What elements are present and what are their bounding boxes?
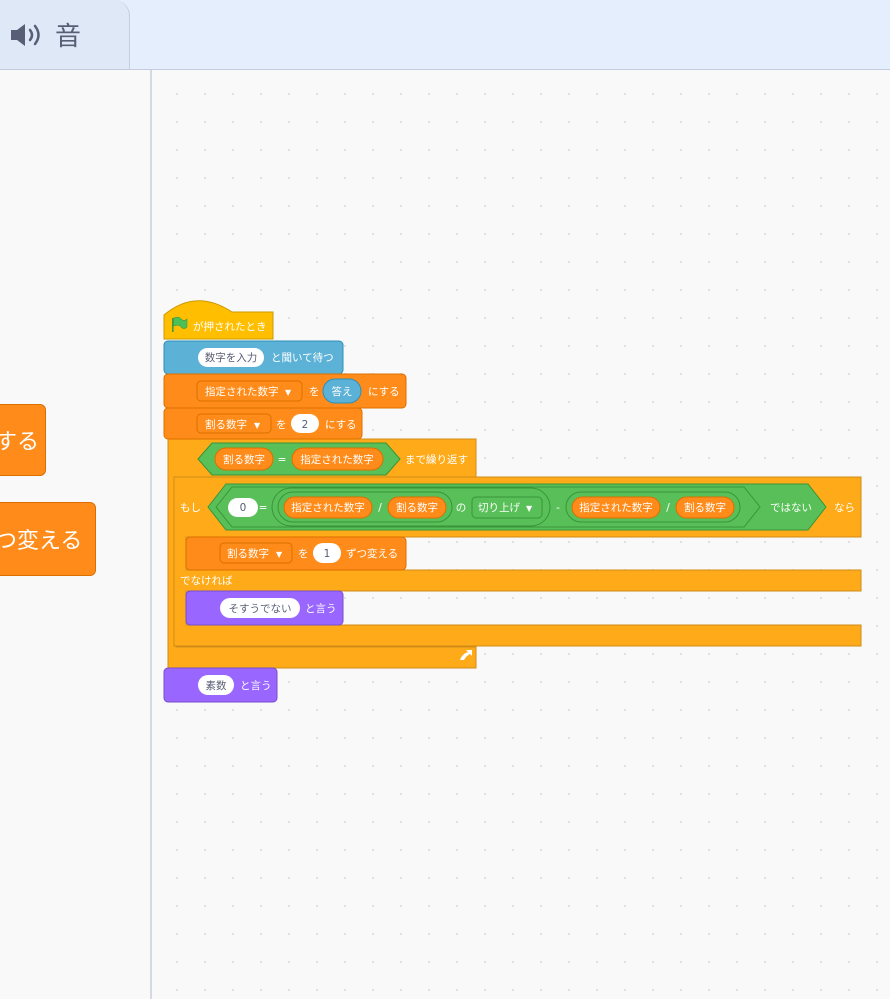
func-text: 切り上げ <box>478 502 520 514</box>
chevron-down-icon: ▼ <box>254 421 261 430</box>
set-divisor-block[interactable] <box>163 407 363 440</box>
speaker-icon <box>11 23 40 46</box>
ask-and-wait-block[interactable] <box>163 340 344 375</box>
answer-reporter-text: 答え <box>332 385 353 398</box>
palette-block-label: する <box>0 430 40 455</box>
say-prime-block[interactable] <box>163 667 278 703</box>
script-workspace[interactable]: が押されたとき 数字を入力 と聞いて待つ 指定された数字 ▼ を 答え にする … <box>153 70 890 999</box>
say-input[interactable] <box>220 598 300 618</box>
say1-input-text: そすうでない <box>229 603 292 615</box>
specified-number-reporter[interactable] <box>571 496 661 519</box>
green-flag-icon <box>172 316 188 332</box>
else-label: でなければ <box>180 575 233 587</box>
change-variable-text: 割る数字 <box>227 547 269 560</box>
say1-label: と言う <box>305 602 337 615</box>
chevron-down-icon: ▼ <box>285 388 292 397</box>
ask-input-text: 数字を入力 <box>205 351 258 364</box>
chevron-down-icon: ▼ <box>276 550 283 559</box>
div2-op-text: / <box>666 502 670 514</box>
script-canvas: が押されたとき 数字を入力 と聞いて待つ 指定された数字 ▼ を 答え にする … <box>163 300 862 703</box>
not-condition[interactable] <box>207 483 827 531</box>
div1-b-text: 割る数字 <box>396 501 438 514</box>
then-label: なら <box>834 502 855 514</box>
div2-b-text: 割る数字 <box>684 501 726 514</box>
answer-reporter[interactable] <box>322 378 362 404</box>
div1-op-text: / <box>378 502 382 514</box>
change-suffix: ずつ変える <box>346 547 398 560</box>
if-eq-text: = <box>259 502 268 514</box>
change-by-label: を <box>298 548 309 560</box>
divisor-reporter[interactable] <box>675 496 735 519</box>
number-input[interactable] <box>313 543 341 563</box>
repeat-right-text: 指定された数字 <box>300 453 374 466</box>
set2-to-label: を <box>276 419 287 431</box>
set1-suffix: にする <box>368 386 400 398</box>
set2-variable-text: 割る数字 <box>205 418 247 431</box>
variable-dropdown[interactable] <box>196 380 303 402</box>
number-input[interactable] <box>291 414 319 433</box>
say-input[interactable] <box>198 675 234 695</box>
hat-label: が押されたとき <box>193 320 267 333</box>
if-label: もし <box>180 502 201 514</box>
palette-block-label: つ変える <box>0 529 83 554</box>
chevron-down-icon: ▼ <box>526 504 533 513</box>
tab-sound-label: 音 <box>55 22 82 52</box>
set2-suffix: にする <box>325 419 357 431</box>
divisor-reporter[interactable] <box>387 496 447 519</box>
minus-op-text: - <box>556 502 560 514</box>
set2-value-text: 2 <box>302 419 309 431</box>
divisor-reporter[interactable] <box>214 447 274 471</box>
say-not-prime-block[interactable] <box>185 590 344 626</box>
say2-input-text: 素数 <box>206 679 227 692</box>
equals-condition[interactable] <box>197 442 401 476</box>
not-label: ではない <box>770 502 812 514</box>
repeat-arrow-icon <box>460 650 472 660</box>
set1-to-label: を <box>309 386 320 398</box>
function-dropdown[interactable] <box>471 496 543 519</box>
repeat-suffix: まで繰り返す <box>405 453 468 466</box>
repeat-eq-text: = <box>278 454 287 466</box>
when-flag-clicked-block[interactable] <box>163 300 274 340</box>
ask-label: と聞いて待つ <box>271 351 334 364</box>
palette-change-variable-block[interactable]: つ変える <box>0 502 96 576</box>
say2-label: と言う <box>240 679 272 692</box>
change-divisor-block[interactable] <box>185 536 407 571</box>
if-zero-text: 0 <box>240 502 247 514</box>
div2-a-text: 指定された数字 <box>579 501 653 514</box>
block-palette: する つ変える <box>0 70 152 999</box>
tab-sound[interactable]: 音 <box>0 0 130 70</box>
set1-variable-text: 指定された数字 <box>205 385 279 398</box>
specified-number-reporter[interactable] <box>283 496 373 519</box>
number-input[interactable] <box>228 498 258 517</box>
top-tab-bar: 音 <box>0 0 890 70</box>
variable-dropdown[interactable] <box>219 542 293 564</box>
set-specified-number-block[interactable] <box>163 373 407 409</box>
repeat-left-text: 割る数字 <box>223 453 265 466</box>
variable-dropdown[interactable] <box>196 413 272 434</box>
specified-number-reporter[interactable] <box>291 447 384 471</box>
div1-a-text: 指定された数字 <box>291 501 365 514</box>
of-label: の <box>456 502 467 514</box>
change-value-text: 1 <box>324 548 331 560</box>
ask-input[interactable] <box>198 348 264 367</box>
palette-set-variable-block[interactable]: する <box>0 404 46 476</box>
